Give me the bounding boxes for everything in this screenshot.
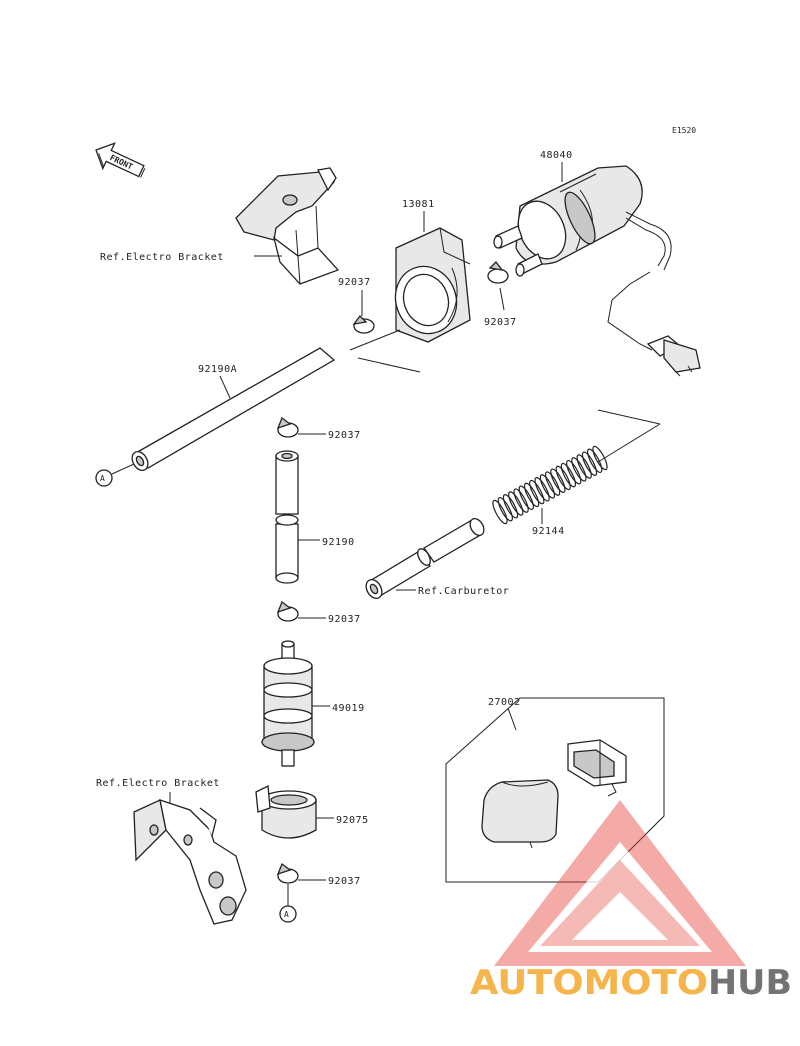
spring-coil (539, 474, 556, 499)
relay-kit-frame (445, 697, 665, 883)
label-48040: 48040 (540, 150, 573, 161)
front-arrow-icon: FRONT (95, 142, 146, 178)
fuel-filter-49019 (261, 640, 315, 767)
label-92037-b: 92037 (484, 317, 517, 328)
spring-coil (555, 465, 571, 491)
electro-bracket-bottom (133, 799, 247, 925)
spring-coil (523, 482, 540, 508)
fuel-pump (493, 165, 643, 277)
label-92037-e: 92037 (328, 876, 361, 887)
figure-code: E1520 (672, 126, 696, 135)
spring-coil (592, 445, 608, 471)
spring-coil (571, 457, 587, 482)
spring-coil (513, 488, 529, 513)
electro-bracket-top (235, 167, 340, 285)
clamp-92037-a (352, 315, 375, 334)
spring-coil (518, 485, 534, 511)
label-92144: 92144 (532, 526, 565, 537)
clamp-92037-e (276, 862, 299, 884)
spring-coil (508, 491, 524, 516)
spring-coil (529, 479, 545, 505)
fuel-hose-92190a (131, 347, 336, 471)
spring-coil (497, 496, 513, 522)
label-13081: 13081 (402, 199, 435, 210)
spring-coil (576, 454, 592, 479)
spring-92144 (492, 445, 608, 525)
label-92037-d: 92037 (328, 614, 361, 625)
relay-27002 (481, 779, 559, 849)
ref-electro-bracket-top: Ref.Electro Bracket (100, 252, 224, 263)
filter-holder-92075 (255, 784, 317, 839)
spring-coil (492, 499, 508, 525)
spring-coil (550, 468, 566, 493)
spring-coil (587, 448, 603, 474)
label-92190: 92190 (322, 537, 355, 548)
watermark-part2: HUB (708, 963, 792, 1003)
watermark-part1: AUTOMOTO (470, 963, 708, 1003)
label-49019: 49019 (332, 703, 365, 714)
spring-coil (534, 477, 550, 502)
fuel-hose-92190 (275, 450, 299, 584)
pump-holder-13081 (394, 227, 471, 343)
spring-coil (544, 471, 561, 496)
spring-coil (566, 459, 582, 485)
clamp-92037-c (276, 416, 299, 438)
svg-text:A: A (284, 910, 289, 919)
svg-text:A: A (100, 474, 105, 483)
label-27002: 27002 (488, 697, 521, 708)
marker-a-left: A (95, 469, 113, 487)
carburetor-hose (365, 517, 485, 599)
pump-wire-connector (607, 211, 701, 377)
automotohub-logo: AUTOMOTO HUB (470, 800, 792, 1003)
marker-a-bottom: A (279, 905, 297, 923)
label-92037-a: 92037 (338, 277, 371, 288)
ref-electro-bracket-bottom: Ref.Electro Bracket (96, 778, 220, 789)
relay-connector (567, 739, 627, 797)
label-92075: 92075 (336, 815, 369, 826)
ref-carburetor: Ref.Carburetor (418, 586, 509, 597)
spring-coil (560, 462, 577, 488)
label-92190a: 92190A (198, 364, 237, 375)
clamp-92037-b (487, 261, 509, 284)
spring-coil (581, 451, 598, 476)
label-92037-c: 92037 (328, 430, 361, 441)
spring-coil (502, 494, 519, 519)
clamp-92037-d (276, 600, 299, 622)
